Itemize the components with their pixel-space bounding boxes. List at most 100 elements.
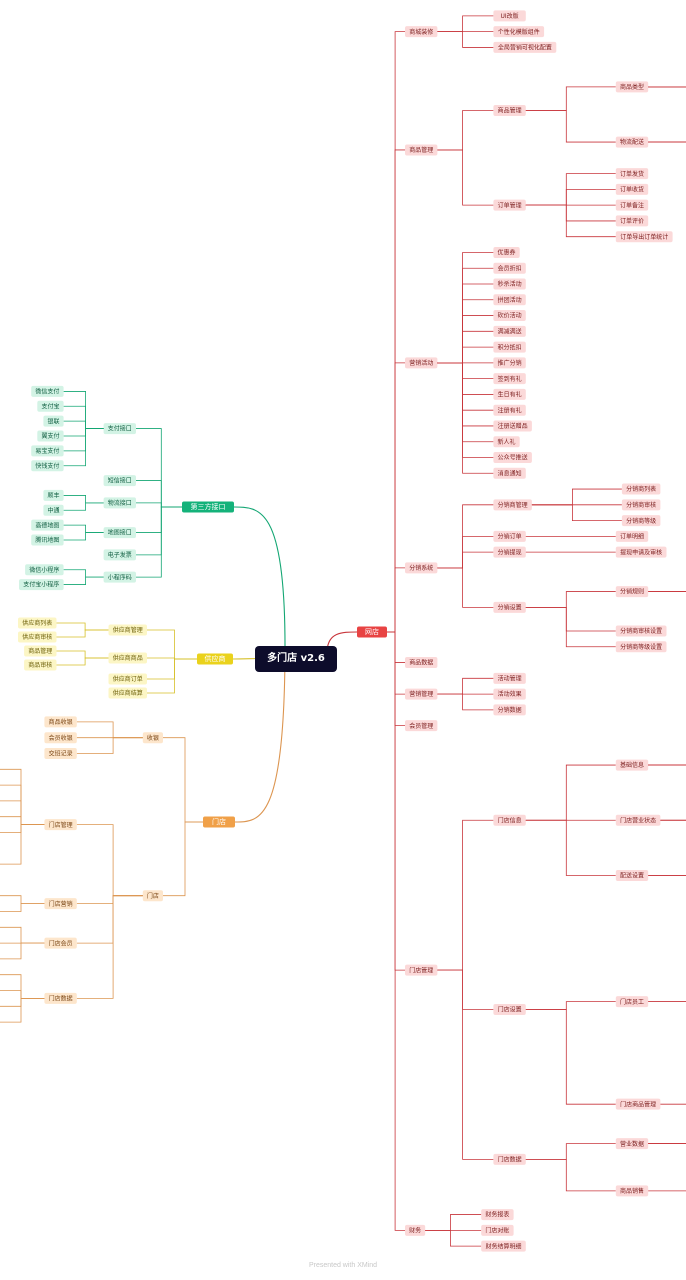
subtopic-node[interactable]: 顺丰 bbox=[43, 489, 64, 501]
subtopic-node[interactable]: 门店会员 bbox=[44, 937, 77, 949]
subtopic-node[interactable]: 门店管理 bbox=[44, 819, 77, 831]
subtopic-node[interactable]: 新人礼 bbox=[493, 436, 520, 448]
subtopic-node[interactable]: 会员收银 bbox=[44, 732, 77, 744]
subtopic-node[interactable]: 商城装修 bbox=[405, 26, 438, 38]
subtopic-node[interactable]: 供应商订单 bbox=[108, 673, 148, 685]
branch-topic[interactable]: 门店 bbox=[203, 816, 235, 828]
subtopic-node[interactable]: 短信接口 bbox=[103, 475, 136, 487]
subtopic-node[interactable]: 门店 bbox=[142, 890, 163, 902]
subtopic-node[interactable]: 分销商审核设置 bbox=[615, 625, 667, 637]
subtopic-node[interactable]: 供应商管理 bbox=[108, 624, 148, 636]
subtopic-node[interactable]: 订单备注 bbox=[615, 199, 649, 211]
subtopic-node[interactable]: 会员管理 bbox=[405, 720, 438, 732]
subtopic-node[interactable]: 分销规则 bbox=[615, 586, 649, 598]
subtopic-node[interactable]: 商品管理 bbox=[405, 144, 438, 156]
subtopic-node[interactable]: 消息通知 bbox=[493, 467, 526, 479]
subtopic-node[interactable]: 配送设置 bbox=[615, 869, 649, 881]
subtopic-node[interactable]: 门店设置 bbox=[493, 1004, 526, 1016]
subtopic-node[interactable]: 小程序码 bbox=[103, 571, 136, 583]
subtopic-node[interactable]: 公众号推送 bbox=[493, 452, 532, 464]
subtopic-node[interactable]: 分销系统 bbox=[405, 562, 438, 574]
subtopic-node[interactable]: 银联 bbox=[43, 415, 64, 427]
branch-topic[interactable]: 第三方接口 bbox=[182, 501, 234, 513]
subtopic-node[interactable]: 分销商审核 bbox=[621, 499, 661, 511]
subtopic-node[interactable]: 订单管理 bbox=[493, 199, 526, 211]
subtopic-node[interactable]: 满减满送 bbox=[493, 325, 526, 337]
subtopic-node[interactable]: 订单明细 bbox=[615, 530, 649, 542]
subtopic-node[interactable]: 支付接口 bbox=[103, 423, 136, 435]
subtopic-node[interactable]: 商品管理 bbox=[493, 105, 526, 117]
subtopic-node[interactable]: 翼支付 bbox=[37, 430, 64, 442]
subtopic-node[interactable]: 积分抵扣 bbox=[493, 341, 526, 353]
subtopic-node[interactable]: 营销活动 bbox=[405, 357, 438, 369]
subtopic-node[interactable]: 分销订单 bbox=[493, 530, 526, 542]
subtopic-node[interactable]: 商品销售 bbox=[615, 1185, 649, 1197]
subtopic-node[interactable]: 分销商列表 bbox=[621, 483, 661, 495]
subtopic-node[interactable]: 分销商等级设置 bbox=[615, 641, 667, 653]
subtopic-node[interactable]: 签到有礼 bbox=[493, 373, 526, 385]
subtopic-node[interactable]: UI改版 bbox=[493, 10, 526, 22]
subtopic-node[interactable]: 快钱支付 bbox=[31, 460, 64, 472]
subtopic-node[interactable]: 分销商管理 bbox=[493, 499, 532, 511]
subtopic-node[interactable]: 供应商商品 bbox=[108, 652, 148, 664]
subtopic-node[interactable]: 门店对账 bbox=[481, 1224, 514, 1236]
subtopic-node[interactable]: 注册送赠品 bbox=[493, 420, 532, 432]
subtopic-node[interactable]: 分销提现 bbox=[493, 546, 526, 558]
subtopic-node[interactable]: 拼团活动 bbox=[493, 294, 526, 306]
subtopic-node[interactable]: 微信小程序 bbox=[25, 564, 64, 576]
subtopic-node[interactable]: 地图接口 bbox=[103, 527, 136, 539]
subtopic-node[interactable]: 门店商品管理 bbox=[615, 1098, 661, 1110]
subtopic-node[interactable]: 门店营业状态 bbox=[615, 814, 661, 826]
subtopic-node[interactable]: 分销数据 bbox=[493, 704, 526, 716]
subtopic-node[interactable]: 商品数据 bbox=[405, 657, 438, 669]
subtopic-node[interactable]: 门店营销 bbox=[44, 898, 77, 910]
subtopic-node[interactable]: 商品审核 bbox=[24, 659, 57, 671]
subtopic-node[interactable]: 会员折扣 bbox=[493, 262, 526, 274]
subtopic-node[interactable]: 订单评价 bbox=[615, 215, 649, 227]
subtopic-node[interactable]: 优惠券 bbox=[493, 246, 520, 258]
subtopic-node[interactable]: 财务报表 bbox=[481, 1209, 514, 1221]
subtopic-node[interactable]: 全局营销可视化配置 bbox=[493, 41, 557, 53]
subtopic-node[interactable]: 营业数据 bbox=[615, 1138, 649, 1150]
subtopic-node[interactable]: 门店数据 bbox=[44, 992, 77, 1004]
subtopic-node[interactable]: 中通 bbox=[43, 504, 64, 516]
subtopic-node[interactable]: 商品管理 bbox=[24, 645, 57, 657]
subtopic-node[interactable]: 商品类型 bbox=[615, 81, 649, 93]
subtopic-node[interactable]: 活动效果 bbox=[493, 688, 526, 700]
subtopic-node[interactable]: 易宝支付 bbox=[31, 445, 64, 457]
subtopic-node[interactable]: 支付宝小程序 bbox=[19, 579, 64, 591]
subtopic-node[interactable]: 门店数据 bbox=[493, 1153, 526, 1165]
subtopic-node[interactable]: 供应商审核 bbox=[18, 631, 57, 643]
subtopic-node[interactable]: 提现申请及审核 bbox=[615, 546, 667, 558]
subtopic-node[interactable]: 收银 bbox=[142, 732, 163, 744]
subtopic-node[interactable]: 营销管理 bbox=[405, 688, 438, 700]
subtopic-node[interactable]: 分销商等级 bbox=[621, 515, 661, 527]
subtopic-node[interactable]: 腾讯地图 bbox=[31, 534, 64, 546]
subtopic-node[interactable]: 电子发票 bbox=[103, 549, 136, 561]
subtopic-node[interactable]: 注册有礼 bbox=[493, 404, 526, 416]
subtopic-node[interactable]: 财务结算明细 bbox=[481, 1240, 526, 1252]
subtopic-node[interactable]: 砍价活动 bbox=[493, 310, 526, 322]
subtopic-node[interactable]: 门店信息 bbox=[493, 814, 526, 826]
subtopic-node[interactable]: 支付宝 bbox=[37, 400, 64, 412]
subtopic-node[interactable]: 供应商列表 bbox=[18, 617, 57, 629]
subtopic-node[interactable]: 商品收银 bbox=[44, 716, 77, 728]
subtopic-node[interactable]: 个性化模版组件 bbox=[493, 26, 545, 38]
subtopic-node[interactable]: 高德地图 bbox=[31, 519, 64, 531]
subtopic-node[interactable]: 微信支付 bbox=[31, 385, 64, 397]
subtopic-node[interactable]: 秒杀活动 bbox=[493, 278, 526, 290]
subtopic-node[interactable]: 门店员工 bbox=[615, 996, 649, 1008]
subtopic-node[interactable]: 门店管理 bbox=[405, 964, 438, 976]
subtopic-node[interactable]: 物流配送 bbox=[615, 136, 649, 148]
subtopic-node[interactable]: 供应商结算 bbox=[108, 687, 148, 699]
subtopic-node[interactable]: 分销设置 bbox=[493, 601, 526, 613]
subtopic-node[interactable]: 交班记录 bbox=[44, 748, 77, 759]
branch-topic[interactable]: 供应商 bbox=[197, 653, 233, 665]
subtopic-node[interactable]: 推广分销 bbox=[493, 357, 526, 369]
subtopic-node[interactable]: 财务 bbox=[405, 1224, 426, 1236]
subtopic-node[interactable]: 基础信息 bbox=[615, 759, 649, 771]
branch-topic[interactable]: 网店 bbox=[357, 626, 387, 638]
central-topic[interactable]: 多门店 v2.6 bbox=[255, 646, 337, 672]
subtopic-node[interactable]: 订单收货 bbox=[615, 183, 649, 195]
subtopic-node[interactable]: 活动管理 bbox=[493, 672, 526, 684]
